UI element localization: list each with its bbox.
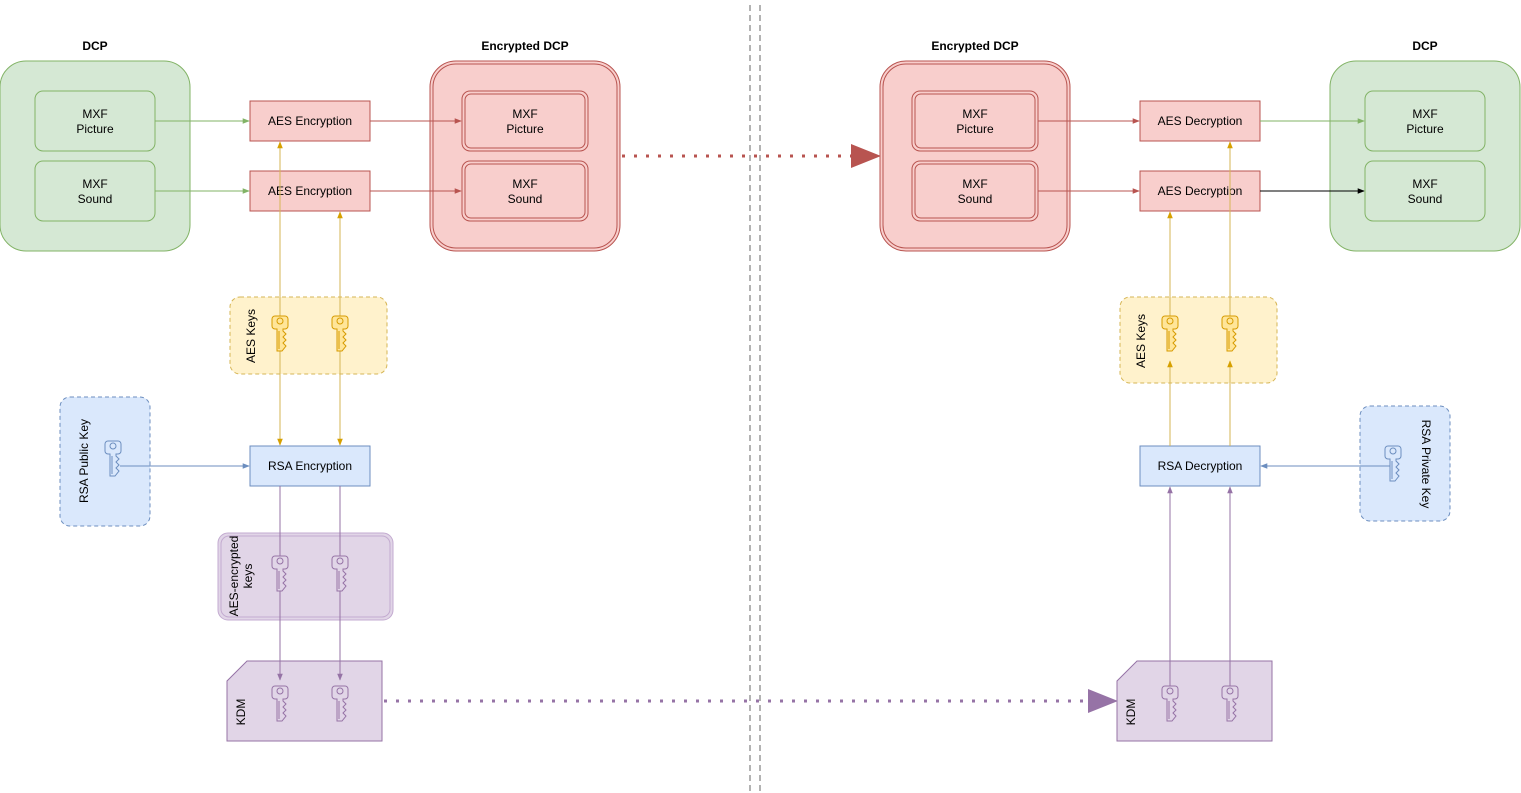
right-encrypted-dcp-container bbox=[879, 60, 1071, 252]
left-aes-encryption-picture: AES Encryption bbox=[249, 100, 371, 142]
left-aes-keys-group bbox=[229, 296, 388, 375]
right-rsa-decryption: RSA Decryption bbox=[1139, 445, 1261, 487]
left-dcp-container bbox=[0, 60, 191, 252]
svg-text:AES Encryption: AES Encryption bbox=[268, 114, 352, 128]
left-encrypted-dcp-title: Encrypted DCP bbox=[481, 39, 568, 53]
svg-text:AES Encryption: AES Encryption bbox=[268, 184, 352, 198]
svg-text:RSA Encryption: RSA Encryption bbox=[268, 459, 352, 473]
left-rsa-public-key-label: RSA Public Key bbox=[77, 419, 91, 503]
left-aes-encrypted-keys-group bbox=[217, 532, 394, 621]
left-aes-keys-label: AES Keys bbox=[244, 309, 258, 363]
right-aes-keys-label: AES Keys bbox=[1134, 314, 1148, 368]
right-aes-decryption-picture: AES Decryption bbox=[1139, 100, 1261, 142]
right-kdm-label: KDM bbox=[1124, 699, 1138, 726]
left-rsa-public-key-group bbox=[59, 396, 151, 527]
right-dcp-title: DCP bbox=[1412, 39, 1437, 53]
left-dcp-title: DCP bbox=[82, 39, 107, 53]
divider bbox=[749, 5, 761, 793]
right-rsa-private-key-group bbox=[1359, 405, 1451, 522]
right-aes-decryption-sound: AES Decryption bbox=[1139, 170, 1261, 212]
svg-text:AES Decryption: AES Decryption bbox=[1158, 184, 1243, 198]
right-rsa-private-key-label: RSA Private Key bbox=[1419, 420, 1433, 509]
left-aes-encryption-sound: AES Encryption bbox=[249, 170, 371, 212]
left-aes-encrypted-keys-label: AES-encryptedkeys bbox=[227, 536, 255, 617]
svg-text:RSA Decryption: RSA Decryption bbox=[1158, 459, 1243, 473]
svg-text:AES Decryption: AES Decryption bbox=[1158, 114, 1243, 128]
left-kdm-document bbox=[226, 660, 383, 742]
left-kdm-label: KDM bbox=[234, 699, 248, 726]
left-rsa-encryption: RSA Encryption bbox=[249, 445, 371, 487]
right-kdm-document bbox=[1116, 660, 1273, 742]
left-encrypted-dcp-container bbox=[429, 60, 621, 252]
right-dcp-container bbox=[1329, 60, 1521, 252]
right-encrypted-dcp-title: Encrypted DCP bbox=[931, 39, 1018, 53]
